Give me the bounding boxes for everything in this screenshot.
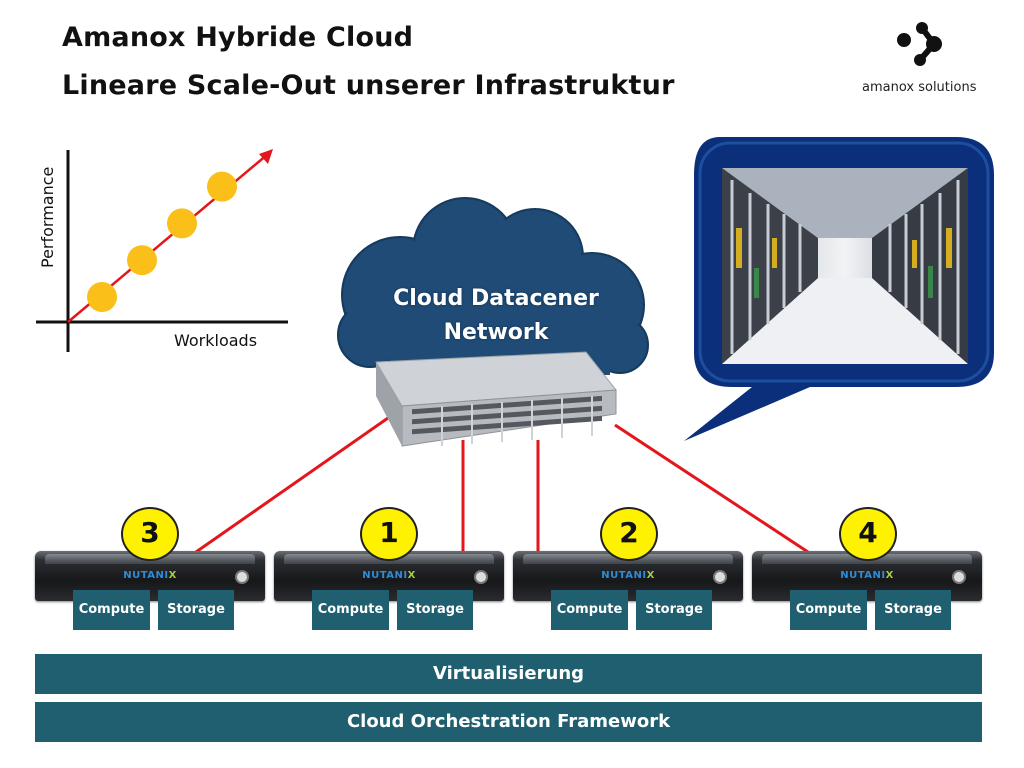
storage-tag: Storage [397, 590, 473, 630]
logo-text: amanox solutions [862, 80, 977, 95]
node-badge: 1 [360, 507, 418, 561]
trend-arrow-icon [259, 149, 273, 164]
cloud-label-line-1: Cloud Datacener [393, 286, 599, 311]
power-knob-icon [235, 570, 249, 584]
power-knob-icon [713, 570, 727, 584]
link-node-4 [614, 423, 809, 554]
storage-tag: Storage [636, 590, 712, 630]
node-badge: 2 [600, 507, 658, 561]
compute-tag: Compute [790, 590, 867, 630]
nutanix-logo: NUTANIX [840, 570, 894, 581]
power-knob-icon [952, 570, 966, 584]
nutanix-logo: NUTANIX [601, 570, 655, 581]
cloud-label: Cloud Datacener Network [380, 282, 612, 350]
orchestration-layer: Cloud Orchestration Framework [35, 702, 982, 742]
performance-chart [36, 149, 288, 352]
amanox-logo-icon [897, 22, 942, 66]
data-point-4 [207, 171, 237, 202]
storage-tag: Storage [875, 590, 951, 630]
network-switch-icon [375, 351, 617, 447]
title-line-1: Amanox Hybride Cloud [62, 22, 414, 53]
data-point-2 [127, 245, 157, 276]
compute-tag: Compute [551, 590, 628, 630]
nutanix-logo: NUTANIX [362, 570, 416, 581]
compute-tag: Compute [73, 590, 150, 630]
compute-tag: Compute [312, 590, 389, 630]
storage-tag: Storage [158, 590, 234, 630]
node-badge: 4 [839, 507, 897, 561]
x-axis-label: Workloads [174, 331, 258, 350]
data-point-3 [167, 208, 197, 239]
nutanix-logo: NUTANIX [123, 570, 177, 581]
title-line-2: Lineare Scale-Out unserer Infrastruktur [62, 70, 675, 101]
virtualization-layer: Virtualisierung [35, 654, 982, 694]
datacenter-photo [722, 168, 968, 364]
link-node-3 [195, 416, 389, 554]
data-point-1 [87, 282, 117, 312]
node-badge: 3 [121, 507, 179, 561]
power-knob-icon [474, 570, 488, 584]
cloud-label-line-2: Network [443, 320, 549, 345]
